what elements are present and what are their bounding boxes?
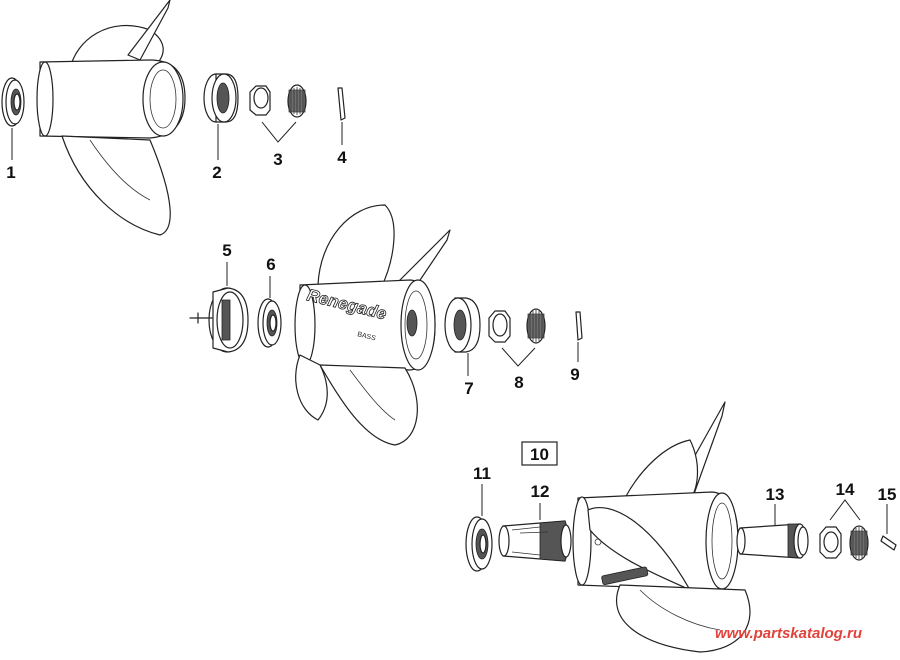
- part-14-tab-washer: [849, 525, 869, 561]
- part-6-thrust-washer: [257, 298, 282, 348]
- callout-1: 1: [6, 163, 15, 182]
- part-7-spacer: [444, 297, 481, 353]
- part-13-drive-sleeve: [736, 523, 809, 559]
- callout-13: 13: [766, 485, 785, 504]
- part-8-nut: [488, 310, 511, 343]
- part-4-cotter-pin: [337, 87, 346, 121]
- part-15-cotter-pin: [880, 535, 897, 551]
- callout-6: 6: [266, 255, 275, 274]
- callout-4: 4: [337, 148, 347, 167]
- callout-12: 12: [531, 482, 550, 501]
- part-2-spacer: [203, 73, 239, 123]
- svg-text:10: 10: [530, 445, 549, 464]
- part-11-thrust-washer: [465, 516, 493, 572]
- callout-15: 15: [878, 485, 897, 504]
- propeller-assembly-top: [36, 0, 186, 236]
- callout-2: 2: [212, 163, 221, 182]
- propeller-assembly-bottom: [572, 401, 751, 653]
- watermark: www.partskatalog.ru: [715, 625, 862, 642]
- part-5-thrust-hub: [189, 287, 249, 353]
- part-8-tab-washer: [526, 308, 546, 344]
- part-10-label: 10: [521, 441, 558, 466]
- propeller-brand-subtitle: BASS: [357, 331, 377, 342]
- part-14-nut: [819, 526, 842, 559]
- part-9-cotter-pin: [575, 311, 583, 341]
- propeller-bottom-brand-mark: [601, 566, 649, 586]
- callout-5: 5: [222, 241, 231, 260]
- callout-8: 8: [514, 373, 523, 392]
- part-3-tab-washer: [287, 84, 307, 118]
- part-12-sleeve: [498, 520, 572, 562]
- callout-3: 3: [273, 150, 282, 169]
- callout-14: 14: [836, 480, 855, 499]
- callout-11: 11: [473, 464, 491, 483]
- propeller-assembly-middle: [294, 204, 451, 446]
- part-3-nut: [249, 85, 271, 116]
- callout-9: 9: [570, 365, 579, 384]
- callout-7: 7: [464, 379, 473, 398]
- part-1-thrust-washer: [1, 77, 25, 127]
